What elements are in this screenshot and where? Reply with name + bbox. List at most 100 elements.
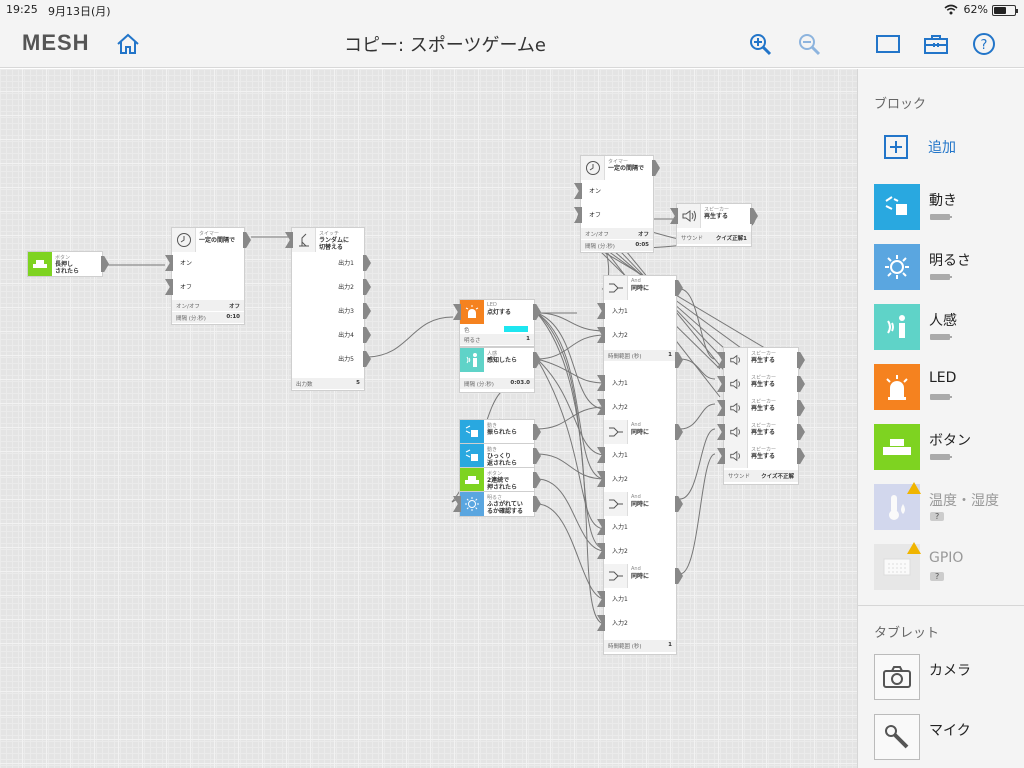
plus-icon	[884, 135, 908, 159]
button-double-press-block[interactable]: ボタン 2連続で 押されたら	[460, 468, 541, 492]
microphone-icon	[874, 714, 920, 760]
palette-item-brightness[interactable]: 明るさ	[874, 244, 971, 290]
output-port[interactable]	[533, 424, 541, 440]
output-port[interactable]	[243, 232, 251, 248]
palette-item-motion[interactable]: 動き	[874, 184, 957, 230]
output-port[interactable]	[363, 255, 371, 271]
button-icon	[460, 468, 484, 492]
speaker-icon	[724, 420, 748, 444]
palette-item-human-sensor[interactable]: 人感	[874, 304, 957, 350]
zoom-out-icon[interactable]	[796, 31, 822, 57]
view-toggle-icon[interactable]	[875, 31, 901, 57]
svg-text:?: ?	[981, 38, 988, 53]
output-port[interactable]	[797, 448, 805, 464]
output-port[interactable]	[533, 472, 541, 488]
add-block-button[interactable]: 追加	[884, 135, 956, 159]
output-port[interactable]	[101, 256, 109, 272]
warning-icon	[907, 542, 921, 554]
palette-item-led[interactable]: LED	[874, 364, 956, 410]
output-port[interactable]	[675, 496, 683, 512]
button-icon	[874, 424, 920, 470]
human-sensor-icon	[460, 348, 484, 372]
battery-icon	[930, 214, 952, 220]
output-port[interactable]	[363, 327, 371, 343]
output-port[interactable]	[533, 448, 541, 464]
output-port[interactable]	[533, 304, 541, 320]
human-sensor-block[interactable]: 人感 感知したら 間隔 (分:秒)0:03.0	[460, 348, 541, 392]
motion-flip-block[interactable]: 動き ひっくり 返されたら	[460, 444, 541, 468]
palette-item-microphone[interactable]: マイク	[874, 714, 971, 760]
and-icon	[604, 492, 628, 516]
and-icon	[604, 420, 628, 444]
palette-item-temperature[interactable]: 温度・湿度 ?	[874, 482, 999, 530]
speaker-stack[interactable]: スピーカー 再生する スピーカー 再生する スピーカー 再生する スピーカー 再…	[717, 348, 805, 484]
help-icon[interactable]: ?	[971, 31, 997, 57]
palette-item-button[interactable]: ボタン	[874, 424, 971, 470]
app-logo: MESH	[22, 30, 90, 55]
battery-icon	[930, 454, 952, 460]
battery-icon	[992, 5, 1018, 16]
warning-icon	[907, 482, 921, 494]
human-sensor-icon	[874, 304, 920, 350]
output-port[interactable]	[675, 280, 683, 296]
brightness-icon	[874, 244, 920, 290]
speaker-block[interactable]: スピーカー 再生する サウンドクイズ正解1	[670, 204, 758, 246]
speaker-icon	[724, 372, 748, 396]
block-palette-sidebar: ブロック 追加 動き 明るさ 人感 LED ボタン	[857, 69, 1024, 768]
zoom-in-icon[interactable]	[747, 31, 773, 57]
speaker-icon	[677, 204, 701, 228]
output-port[interactable]	[533, 496, 541, 512]
output-port[interactable]	[533, 352, 541, 368]
output-port[interactable]	[363, 279, 371, 295]
camera-icon	[874, 654, 920, 700]
timer-icon	[581, 156, 605, 180]
output-port[interactable]	[797, 376, 805, 392]
home-icon[interactable]	[115, 32, 141, 56]
output-port[interactable]	[750, 208, 758, 224]
sidebar-divider	[858, 605, 1024, 606]
blocks-section-header: ブロック	[874, 97, 927, 112]
block-canvas[interactable]: ボタン 長押し されたら タイマー 一定の間隔で オン オフ オン/オフオフ 間…	[0, 69, 857, 768]
switch-icon	[292, 228, 316, 252]
timer-icon	[172, 228, 196, 252]
output-port[interactable]	[797, 352, 805, 368]
timer-block-2[interactable]: タイマー 一定の間隔で オン オフ オン/オフオフ 間隔 (分:秒)0:05	[574, 156, 660, 252]
and-icon	[604, 564, 628, 588]
status-date: 9月13日(月)	[48, 5, 111, 18]
speaker-icon	[724, 348, 748, 372]
palette-item-camera[interactable]: カメラ	[874, 654, 971, 700]
and-icon	[604, 276, 628, 300]
output-port[interactable]	[363, 303, 371, 319]
output-port[interactable]	[675, 352, 683, 368]
status-bar: 19:25 9月13日(月) 62%	[0, 0, 1024, 20]
output-port[interactable]	[675, 568, 683, 584]
output-port[interactable]	[652, 160, 660, 176]
button-icon	[28, 252, 52, 276]
app-header: MESH コピー: スポーツゲームe ?	[0, 20, 1024, 68]
status-time: 19:25	[6, 3, 38, 16]
led-icon	[460, 300, 484, 324]
timer-block[interactable]: タイマー 一定の間隔で オン オフ オン/オフオフ 間隔 (分:秒)0:10	[165, 228, 251, 324]
battery-icon	[930, 274, 952, 280]
palette-item-gpio[interactable]: GPIO ?	[874, 542, 963, 590]
speaker-icon	[724, 396, 748, 420]
motion-icon	[874, 184, 920, 230]
brightness-check-block[interactable]: 明るさ ふさがれてい るか確認する	[453, 492, 541, 516]
toolbox-icon[interactable]	[923, 31, 949, 57]
led-color-swatch[interactable]	[504, 326, 528, 332]
tablet-section-header: タブレット	[874, 626, 940, 641]
button-long-press-block[interactable]: ボタン 長押し されたら	[28, 252, 109, 276]
motion-icon	[460, 420, 484, 444]
output-port[interactable]	[363, 351, 371, 367]
wifi-icon	[944, 4, 958, 15]
output-port[interactable]	[797, 424, 805, 440]
output-port[interactable]	[797, 400, 805, 416]
battery-icon	[930, 334, 952, 340]
output-port[interactable]	[675, 424, 683, 440]
project-title: コピー: スポーツゲームe	[344, 35, 546, 56]
and-block-column[interactable]: And 同時に 入力1 入力2 時間範囲 (秒)1 入力1 入力2 And 同時…	[597, 276, 683, 654]
motion-icon	[460, 444, 484, 468]
motion-shake-block[interactable]: 動き 振られたら	[460, 420, 541, 444]
